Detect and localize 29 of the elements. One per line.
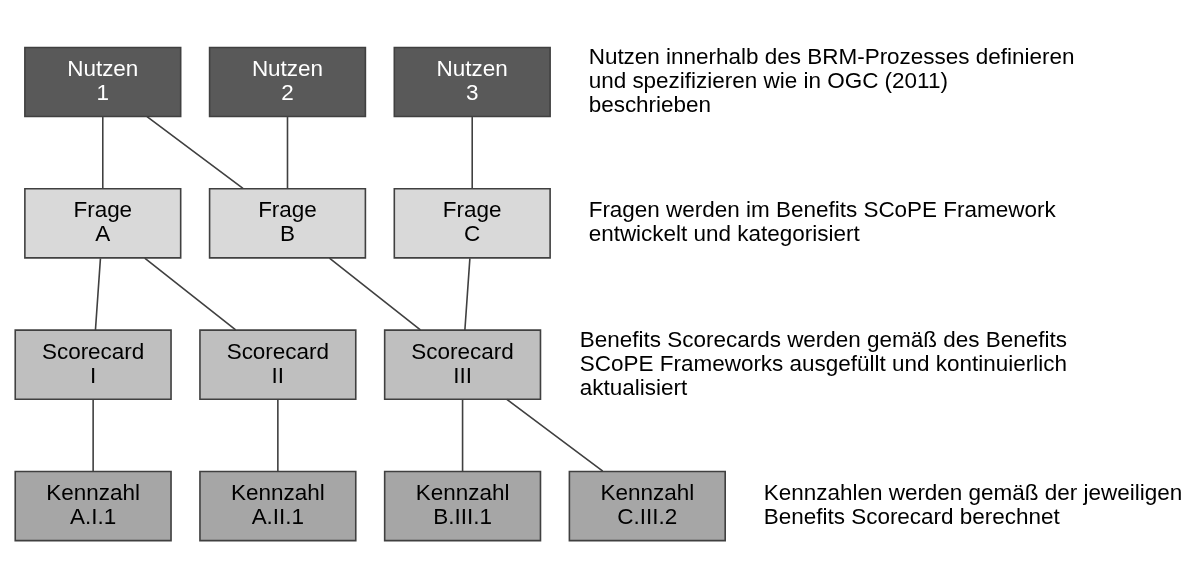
node-box: Frage C (393, 187, 551, 259)
node-box: Nutzen 1 (24, 46, 182, 117)
node-box: Scorecard I (14, 328, 172, 400)
connector (146, 115, 244, 189)
connector (506, 398, 604, 472)
label: Kennzahlen werden gemäß der jeweiligen Benefits Scorecard berechnet (763, 479, 1183, 529)
connector (464, 257, 471, 331)
connector (286, 115, 289, 189)
connector (101, 115, 104, 189)
label: Nutzen innerhalb des BRM-Prozesses definieren und spezifizieren wie in OGC (2011) beschrieben (588, 43, 1075, 117)
connector (94, 257, 102, 331)
node-box: Kennzahl A.I.1 (14, 470, 172, 541)
node-box: Scorecard III (383, 328, 542, 400)
node-box: Scorecard II (199, 328, 357, 400)
node-box: Kennzahl C.III.2 (568, 470, 726, 541)
connector (461, 398, 464, 472)
connector (92, 398, 94, 472)
connector (471, 115, 473, 189)
node-box: Nutzen 3 (393, 46, 551, 117)
connector (143, 256, 237, 331)
node-box: Frage B (208, 187, 367, 259)
connector (277, 398, 279, 472)
label: Benefits Scorecards werden gemäß des Benefits SCoPE Frameworks ausgefüllt und kontinuierlich aktualisiert (579, 326, 1067, 400)
node-box: Frage A (24, 187, 182, 259)
node-box: Nutzen 2 (208, 46, 367, 117)
connector (328, 256, 422, 331)
label: Fragen werden im Benefits SCoPE Framework entwickelt und kategorisiert (588, 196, 1056, 246)
node-box: Kennzahl B.III.1 (383, 470, 542, 541)
node-box: Kennzahl A.II.1 (199, 470, 357, 541)
